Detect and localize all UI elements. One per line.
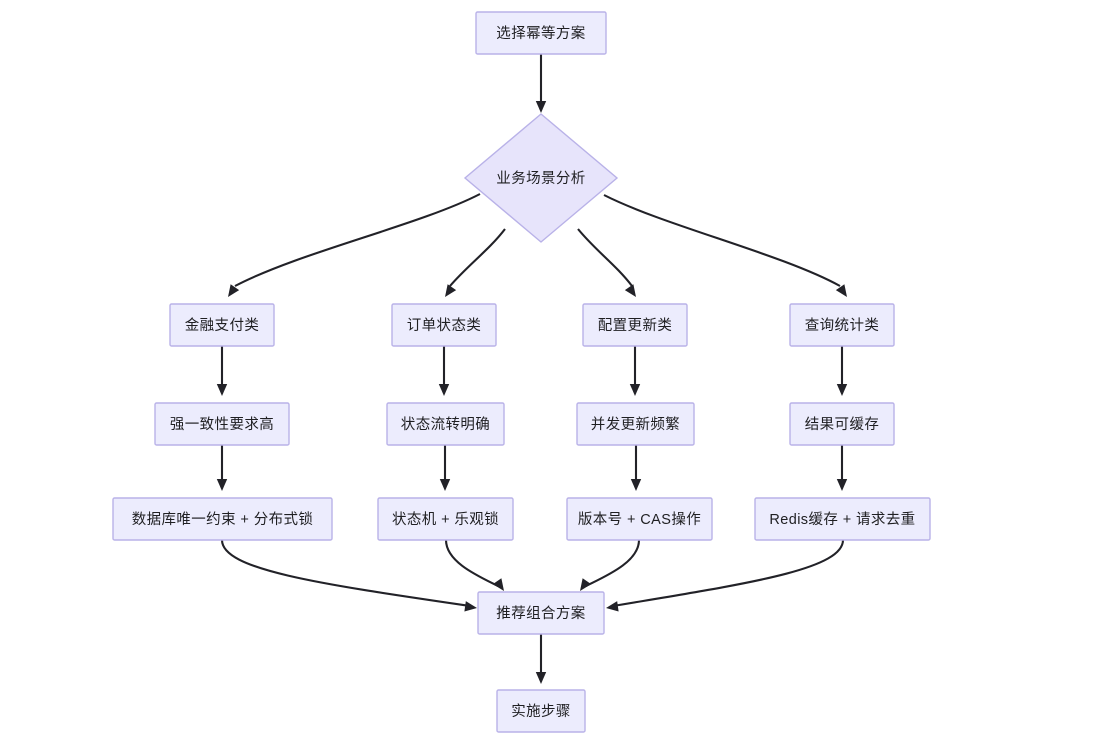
node-layer: 选择幂等方案业务场景分析金融支付类订单状态类配置更新类查询统计类强一致性要求高状… [112,11,931,733]
edge-layer [216,54,848,684]
node-shape-rect[interactable] [477,591,605,635]
node-analyze[interactable]: 业务场景分析 [463,113,619,243]
edge-req1-to-sol1 [216,445,228,491]
node-shape-rect[interactable] [169,303,275,347]
arrowhead-icon [836,384,848,396]
edge-req4-to-sol4 [836,445,848,491]
node-start[interactable]: 选择幂等方案 [475,11,607,55]
arrowhead-icon [624,284,636,297]
edge-analyze-to-cat1 [228,193,481,297]
node-combine[interactable]: 推荐组合方案 [477,591,605,635]
edge-sol1-to-combine [220,539,477,612]
arrowhead-icon [836,479,848,491]
node-shape-rect[interactable] [386,402,505,446]
arrowhead-icon [439,479,451,491]
node-shape-rect[interactable] [112,497,333,541]
arrowhead-icon [629,384,641,396]
edge-cat1-to-req1 [216,346,228,396]
edge-cat4-to-req4 [836,346,848,396]
arrowhead-icon [630,479,642,491]
node-shape-rect[interactable] [582,303,688,347]
node-shape-rect[interactable] [475,11,607,55]
node-sol2[interactable]: 状态机 + 乐观锁 [377,497,514,541]
node-shape-rect[interactable] [496,689,586,733]
node-req2[interactable]: 状态流转明确 [386,402,505,446]
edge-sol3-to-combine [580,539,641,591]
arrowhead-icon [835,284,847,297]
node-shape-rect[interactable] [391,303,497,347]
arrowhead-icon [216,479,228,491]
edge-cat2-to-req2 [438,346,450,396]
node-shape-diamond[interactable] [463,113,619,243]
arrowhead-icon [228,284,240,297]
edge-req2-to-sol2 [439,445,451,491]
arrowhead-icon [464,601,477,612]
node-shape-rect[interactable] [576,402,695,446]
node-steps[interactable]: 实施步骤 [496,689,586,733]
arrowhead-icon [492,578,504,591]
node-req4[interactable]: 结果可缓存 [789,402,895,446]
node-sol1[interactable]: 数据库唯一约束 + 分布式锁 [112,497,333,541]
node-cat2[interactable]: 订单状态类 [391,303,497,347]
node-cat4[interactable]: 查询统计类 [789,303,895,347]
edge-analyze-to-cat2 [445,228,506,297]
node-req3[interactable]: 并发更新频繁 [576,402,695,446]
arrowhead-icon [216,384,228,396]
arrowhead-icon [535,672,547,684]
node-shape-rect[interactable] [566,497,713,541]
arrowhead-icon [438,384,450,396]
node-cat3[interactable]: 配置更新类 [582,303,688,347]
node-shape-rect[interactable] [789,303,895,347]
node-req1[interactable]: 强一致性要求高 [154,402,290,446]
edge-analyze-to-cat4 [603,194,847,297]
arrowhead-icon [606,601,619,612]
edge-sol2-to-combine [444,539,504,591]
edge-combine-to-steps [535,634,547,684]
edge-cat3-to-req3 [629,346,641,396]
node-sol4[interactable]: Redis缓存 + 请求去重 [754,497,931,541]
edge-sol4-to-combine [606,539,845,612]
edge-req3-to-sol3 [630,445,642,491]
node-shape-rect[interactable] [377,497,514,541]
arrowhead-icon [535,101,547,113]
arrowhead-icon [445,284,457,297]
node-shape-rect[interactable] [154,402,290,446]
node-sol3[interactable]: 版本号 + CAS操作 [566,497,713,541]
node-shape-rect[interactable] [789,402,895,446]
node-shape-rect[interactable] [754,497,931,541]
edge-analyze-to-cat3 [577,228,636,297]
arrowhead-icon [580,578,592,591]
edge-start-to-analyze [535,54,547,113]
node-cat1[interactable]: 金融支付类 [169,303,275,347]
